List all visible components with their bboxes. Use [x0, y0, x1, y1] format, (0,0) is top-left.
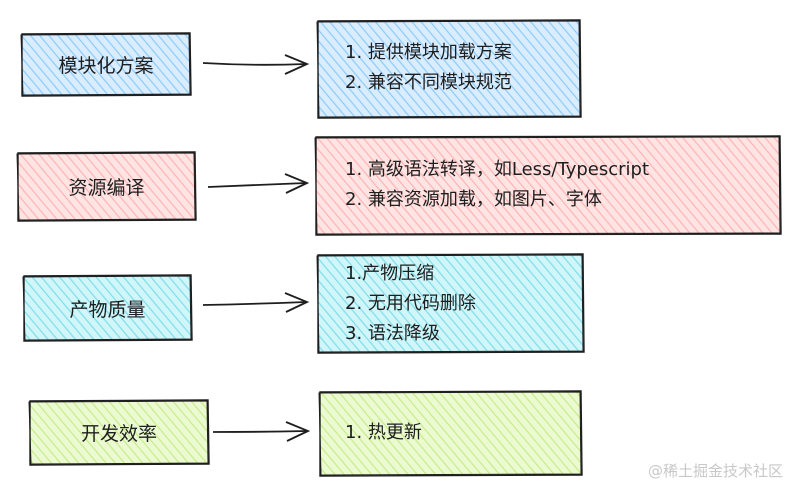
detail-item: 1. 提供模块加载方案: [345, 42, 512, 63]
row-details-modular: 1. 提供模块加载方案 2. 兼容不同模块规范: [345, 38, 512, 98]
detail-item: 2. 兼容资源加载，如图片、字体: [345, 189, 602, 210]
detail-box-3: [316, 253, 585, 354]
detail-item: 1.产物压缩: [345, 263, 435, 284]
detail-item: 1. 高级语法转译，如Less/Typescript: [345, 159, 650, 180]
detail-box-4: [318, 390, 583, 477]
label-box-1: [20, 32, 192, 97]
arrow-4: [212, 421, 311, 442]
row-details-output-quality: 1.产物压缩 2. 无用代码删除 3. 语法降级: [345, 259, 476, 349]
detail-item: 2. 兼容不同模块规范: [345, 72, 512, 93]
detail-box-2: [314, 135, 782, 236]
detail-box-1: [316, 19, 582, 119]
row-label-modular: 模块化方案: [58, 55, 154, 77]
label-box-3: [22, 274, 193, 342]
row-label-dev-efficiency: 开发效率: [80, 423, 157, 445]
label-box-2: [16, 151, 197, 222]
detail-item: 1. 热更新: [345, 422, 422, 443]
row-label-resource-compile: 资源编译: [68, 177, 145, 199]
row-details-resource-compile: 1. 高级语法转译，如Less/Typescript 2. 兼容资源加载，如图片…: [345, 155, 649, 215]
label-box-4: [28, 399, 210, 466]
arrow-3: [202, 292, 310, 313]
detail-item: 3. 语法降级: [345, 323, 440, 344]
row-details-dev-efficiency: 1. 热更新: [345, 418, 422, 448]
arrow-2: [207, 173, 310, 194]
arrow-1: [202, 54, 310, 75]
watermark: @稀土掘金技术社区: [647, 462, 783, 480]
row-label-output-quality: 产物质量: [69, 298, 146, 321]
detail-item: 2. 无用代码删除: [345, 293, 476, 314]
